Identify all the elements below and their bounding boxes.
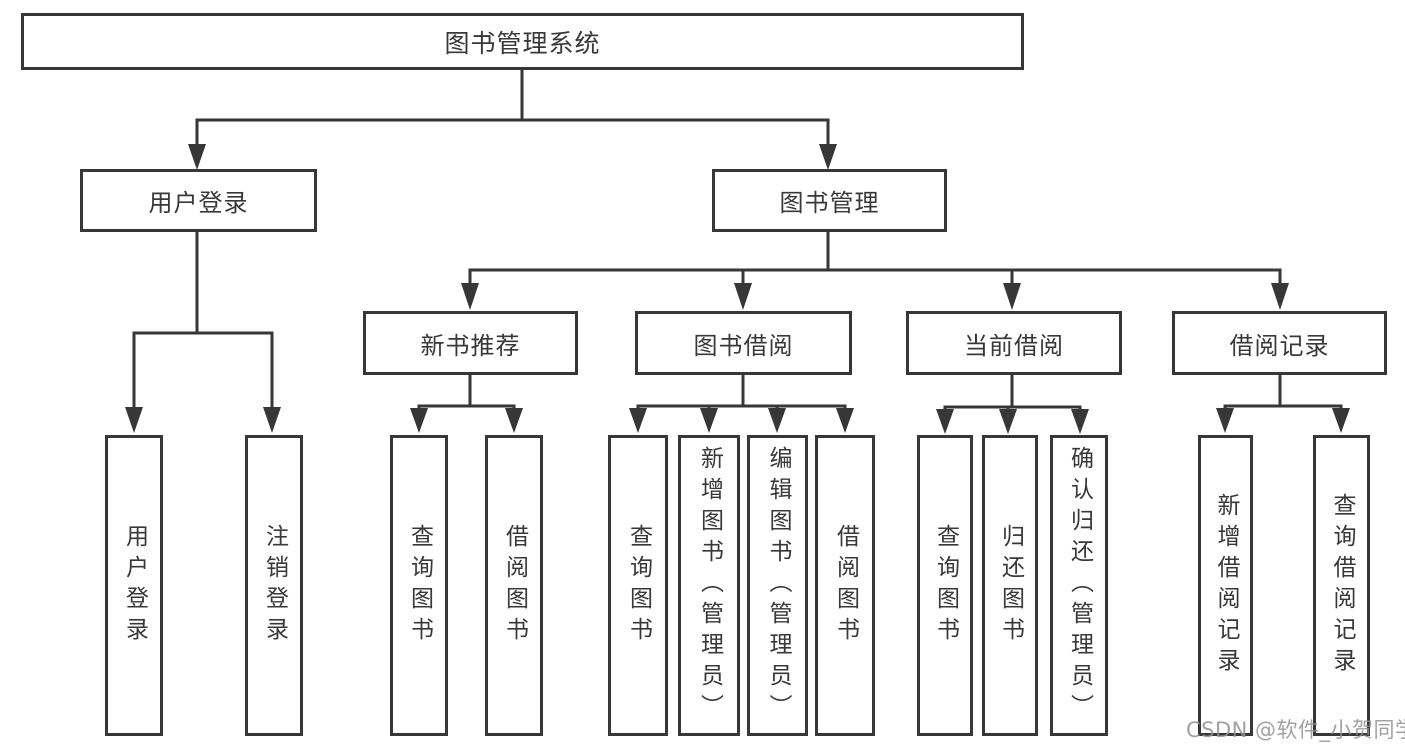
- node-book-borrowing: 图书借阅: [635, 311, 852, 375]
- node-current-borrowing-label: 当前借阅: [964, 331, 1064, 360]
- node-query-books-under-recommend-label: 查询图书: [406, 523, 433, 648]
- node-book-management-label: 图书管理: [779, 189, 880, 217]
- node-return-books: 归还图书: [982, 435, 1038, 736]
- node-borrow-books-under-borrowing: 借阅图书: [815, 435, 875, 736]
- node-add-borrow-record-label: 新增借阅记录: [1213, 492, 1239, 679]
- node-query-books-under-borrowing-label: 查询图书: [625, 523, 652, 648]
- node-add-borrow-record: 新增借阅记录: [1198, 435, 1253, 736]
- node-logout-action: 注销登录: [245, 435, 303, 736]
- node-new-book-recommend: 新书推荐: [363, 311, 578, 375]
- node-borrow-books-under-recommend-label: 借阅图书: [501, 523, 528, 648]
- node-borrow-books-under-recommend: 借阅图书: [485, 435, 543, 736]
- node-library-management-system: 图书管理系统: [21, 13, 1024, 70]
- node-library-management-system-label: 图书管理系统: [444, 28, 601, 58]
- node-confirm-return-admin-label: 确认归还（管理员）: [1066, 446, 1093, 725]
- node-current-borrowing: 当前借阅: [906, 311, 1122, 375]
- node-book-management: 图书管理: [712, 169, 947, 232]
- node-edit-books-admin: 编辑图书（管理员）: [747, 435, 808, 736]
- node-borrowing-records: 借阅记录: [1172, 311, 1387, 375]
- node-new-book-recommend-label: 新书推荐: [420, 331, 521, 360]
- node-user-login-action-label: 用户登录: [121, 523, 148, 648]
- node-book-borrowing-label: 图书借阅: [693, 331, 794, 360]
- node-return-books-label: 归还图书: [997, 523, 1024, 648]
- node-user-login-action: 用户登录: [105, 435, 163, 736]
- node-borrow-books-under-borrowing-label: 借阅图书: [832, 523, 859, 648]
- node-query-borrow-record: 查询借阅记录: [1313, 435, 1370, 736]
- node-query-books-under-current: 查询图书: [917, 435, 973, 736]
- node-query-borrow-record-label: 查询借阅记录: [1329, 492, 1355, 679]
- node-query-books-under-borrowing: 查询图书: [608, 435, 668, 736]
- node-user-login: 用户登录: [80, 169, 317, 232]
- node-add-books-admin: 新增图书（管理员）: [678, 435, 740, 736]
- node-user-login-label: 用户登录: [148, 189, 249, 217]
- node-edit-books-admin-label: 编辑图书（管理员）: [765, 446, 791, 725]
- node-confirm-return-admin: 确认归还（管理员）: [1050, 435, 1108, 736]
- node-query-books-under-recommend: 查询图书: [390, 435, 448, 736]
- node-add-books-admin-label: 新增图书（管理员）: [696, 446, 723, 725]
- csdn-watermark: CSDN @软件_小贺同学: [1186, 718, 1405, 742]
- node-borrowing-records-label: 借阅记录: [1229, 331, 1330, 360]
- node-query-books-under-current-label: 查询图书: [932, 523, 959, 648]
- node-logout-action-label: 注销登录: [261, 523, 288, 648]
